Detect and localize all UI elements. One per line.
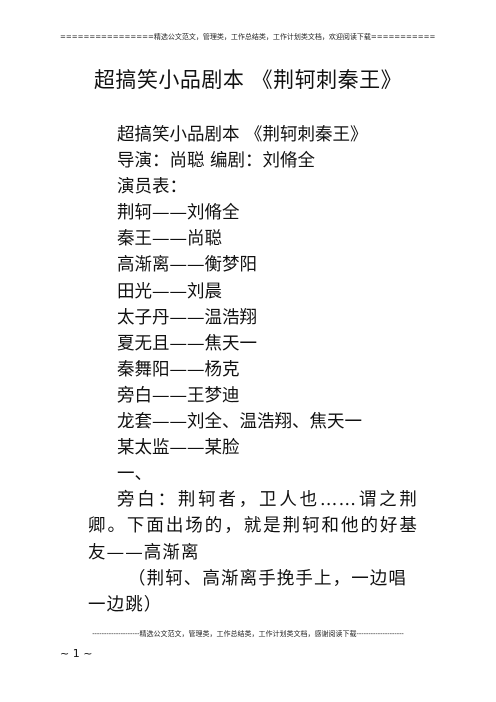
narration-paragraph: 旁白：荆轲者，卫人也……谓之荆卿。下面出场的，就是荆轲和他的好基友——高渐离 (88, 490, 418, 563)
stage-direction-paragraph: （荆轲、高渐离手挽手上，一边唱一边跳） (88, 568, 407, 615)
cast-item: 某太监——某脸 (117, 438, 240, 459)
section-number: 一、 (117, 464, 152, 485)
page-number: ~ 1 ~ (60, 647, 93, 660)
cast-item: 荆轲——刘脩全 (117, 203, 240, 224)
cast-item: 太子丹——温浩翔 (117, 307, 257, 328)
cast-item: 秦王——尚聪 (117, 229, 222, 250)
footer-banner: --------------------精选公文范文，管理类，工作总结类，工作计… (92, 630, 404, 638)
cast-item: 夏无且——焦天一 (117, 333, 257, 354)
credits-line: 导演：尚聪 编剧：刘脩全 (117, 151, 316, 172)
cast-item: 高渐离——衡梦阳 (117, 255, 257, 276)
script-subtitle: 超搞笑小品剧本 《荆轲刺秦王》 (117, 125, 368, 145)
cast-item: 秦舞阳——杨克 (117, 359, 240, 380)
header-banner: ================精选公文范文，管理类，工作总结类，工作计划类文档… (60, 33, 436, 41)
cast-item: 龙套——刘全、温浩翔、焦天一 (117, 412, 362, 433)
document-title: 超搞笑小品剧本 《荆轲刺秦王》 (93, 68, 403, 92)
document-body: 超搞笑小品剧本 《荆轲刺秦王》 导演：尚聪 编剧：刘脩全 演员表： 荆轲——刘脩… (88, 122, 418, 618)
cast-heading: 演员表： (117, 177, 187, 198)
cast-item: 田光——刘晨 (117, 281, 222, 302)
cast-item: 旁白——王梦迪 (117, 385, 240, 406)
